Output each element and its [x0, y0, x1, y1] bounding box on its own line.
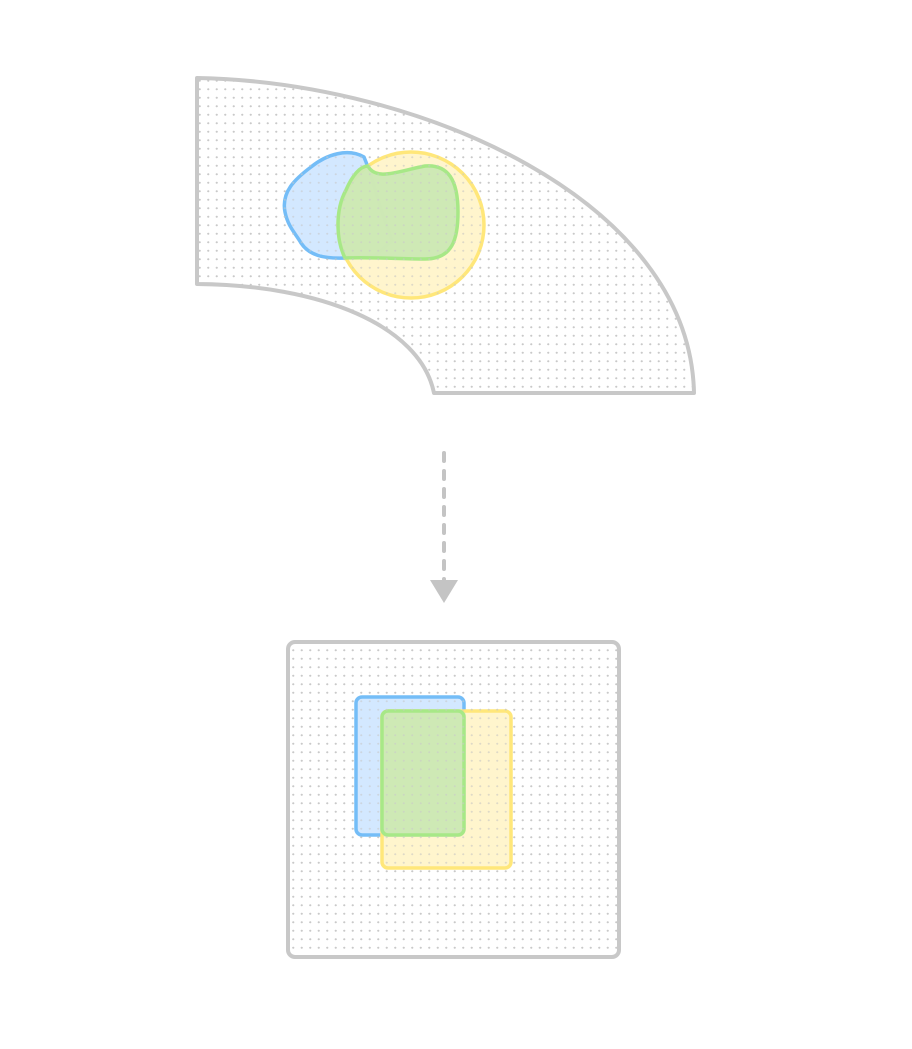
square-dot-overlay: [288, 642, 619, 957]
arrow-head-icon: [430, 580, 458, 603]
transform-arrow: [430, 451, 458, 603]
source-sector-group: [195, 76, 696, 395]
target-square-group: [286, 640, 621, 959]
square-outline: [286, 640, 621, 959]
curved-sector-dot-overlay: [197, 78, 694, 393]
curved-sector-outline: [195, 76, 696, 395]
